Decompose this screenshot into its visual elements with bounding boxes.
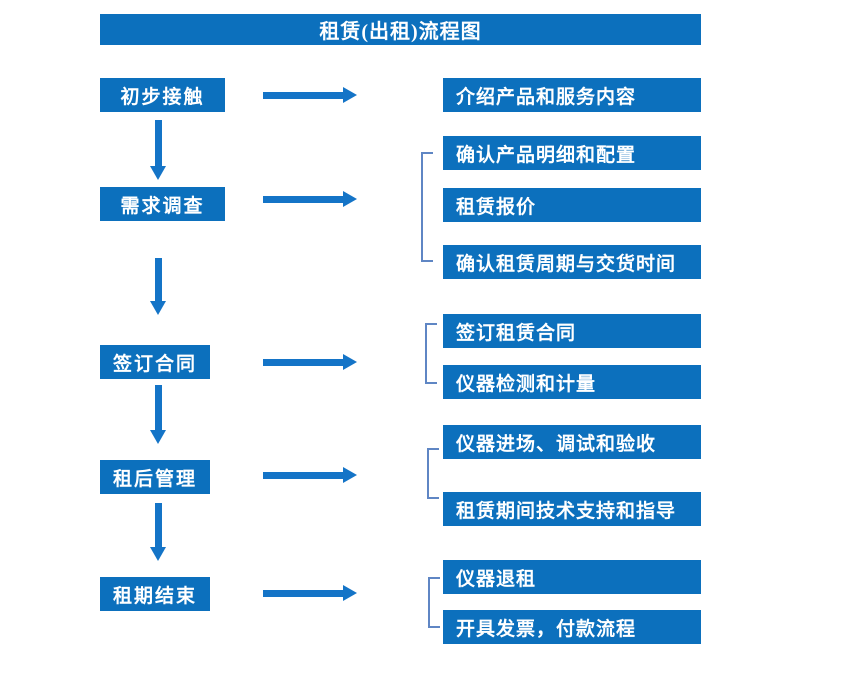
detail-box-intro-products-services: 介绍产品和服务内容: [443, 78, 701, 112]
down-arrow-shaft: [155, 503, 162, 548]
down-arrow-2: [150, 258, 167, 315]
detail-box-tech-support: 租赁期间技术支持和指导: [443, 492, 701, 526]
right-arrow-shaft: [263, 590, 343, 597]
down-arrow-shaft: [155, 258, 162, 302]
detail-box-sign-rental-contract: 签订租赁合同: [443, 314, 701, 348]
right-arrow-2: [263, 191, 357, 208]
step-box-sign-contract: 签订合同: [100, 345, 210, 379]
detail-box-rental-quote: 租赁报价: [443, 188, 701, 222]
group-bracket-post-rental: [427, 448, 439, 499]
down-arrow-head-icon: [150, 430, 166, 444]
right-arrow-head-icon: [343, 191, 357, 207]
right-arrow-head-icon: [343, 467, 357, 483]
right-arrow-4: [263, 467, 357, 484]
down-arrow-1: [150, 120, 167, 180]
step-box-initial-contact: 初步接触: [100, 78, 225, 112]
right-arrow-5: [263, 585, 357, 602]
right-arrow-head-icon: [343, 354, 357, 370]
detail-box-instrument-testing: 仪器检测和计量: [443, 365, 701, 399]
down-arrow-shaft: [155, 385, 162, 431]
down-arrow-3: [150, 385, 167, 444]
right-arrow-shaft: [263, 472, 343, 479]
step-box-demand-survey: 需求调查: [100, 187, 225, 221]
flowchart-title: 租赁(出租)流程图: [100, 14, 701, 45]
right-arrow-shaft: [263, 359, 343, 366]
detail-box-confirm-product-details: 确认产品明细和配置: [443, 136, 701, 170]
right-arrow-3: [263, 354, 357, 371]
down-arrow-head-icon: [150, 301, 166, 315]
step-box-rental-end: 租期结束: [100, 577, 210, 611]
step-box-post-rental-management: 租后管理: [100, 460, 210, 494]
right-arrow-1: [263, 87, 357, 104]
right-arrow-shaft: [263, 196, 343, 203]
group-bracket-sign-contract: [425, 323, 437, 384]
down-arrow-head-icon: [150, 547, 166, 561]
down-arrow-head-icon: [150, 166, 166, 180]
group-bracket-demand-survey: [421, 152, 433, 262]
detail-box-instrument-return: 仪器退租: [443, 560, 701, 594]
detail-box-invoice-payment: 开具发票，付款流程: [443, 610, 701, 644]
group-bracket-rental-end: [428, 577, 440, 628]
right-arrow-head-icon: [343, 585, 357, 601]
right-arrow-head-icon: [343, 87, 357, 103]
down-arrow-shaft: [155, 120, 162, 167]
right-arrow-shaft: [263, 92, 343, 99]
detail-box-instrument-setup: 仪器进场、调试和验收: [443, 425, 701, 459]
down-arrow-4: [150, 503, 167, 561]
detail-box-confirm-rental-period: 确认租赁周期与交货时间: [443, 245, 701, 279]
